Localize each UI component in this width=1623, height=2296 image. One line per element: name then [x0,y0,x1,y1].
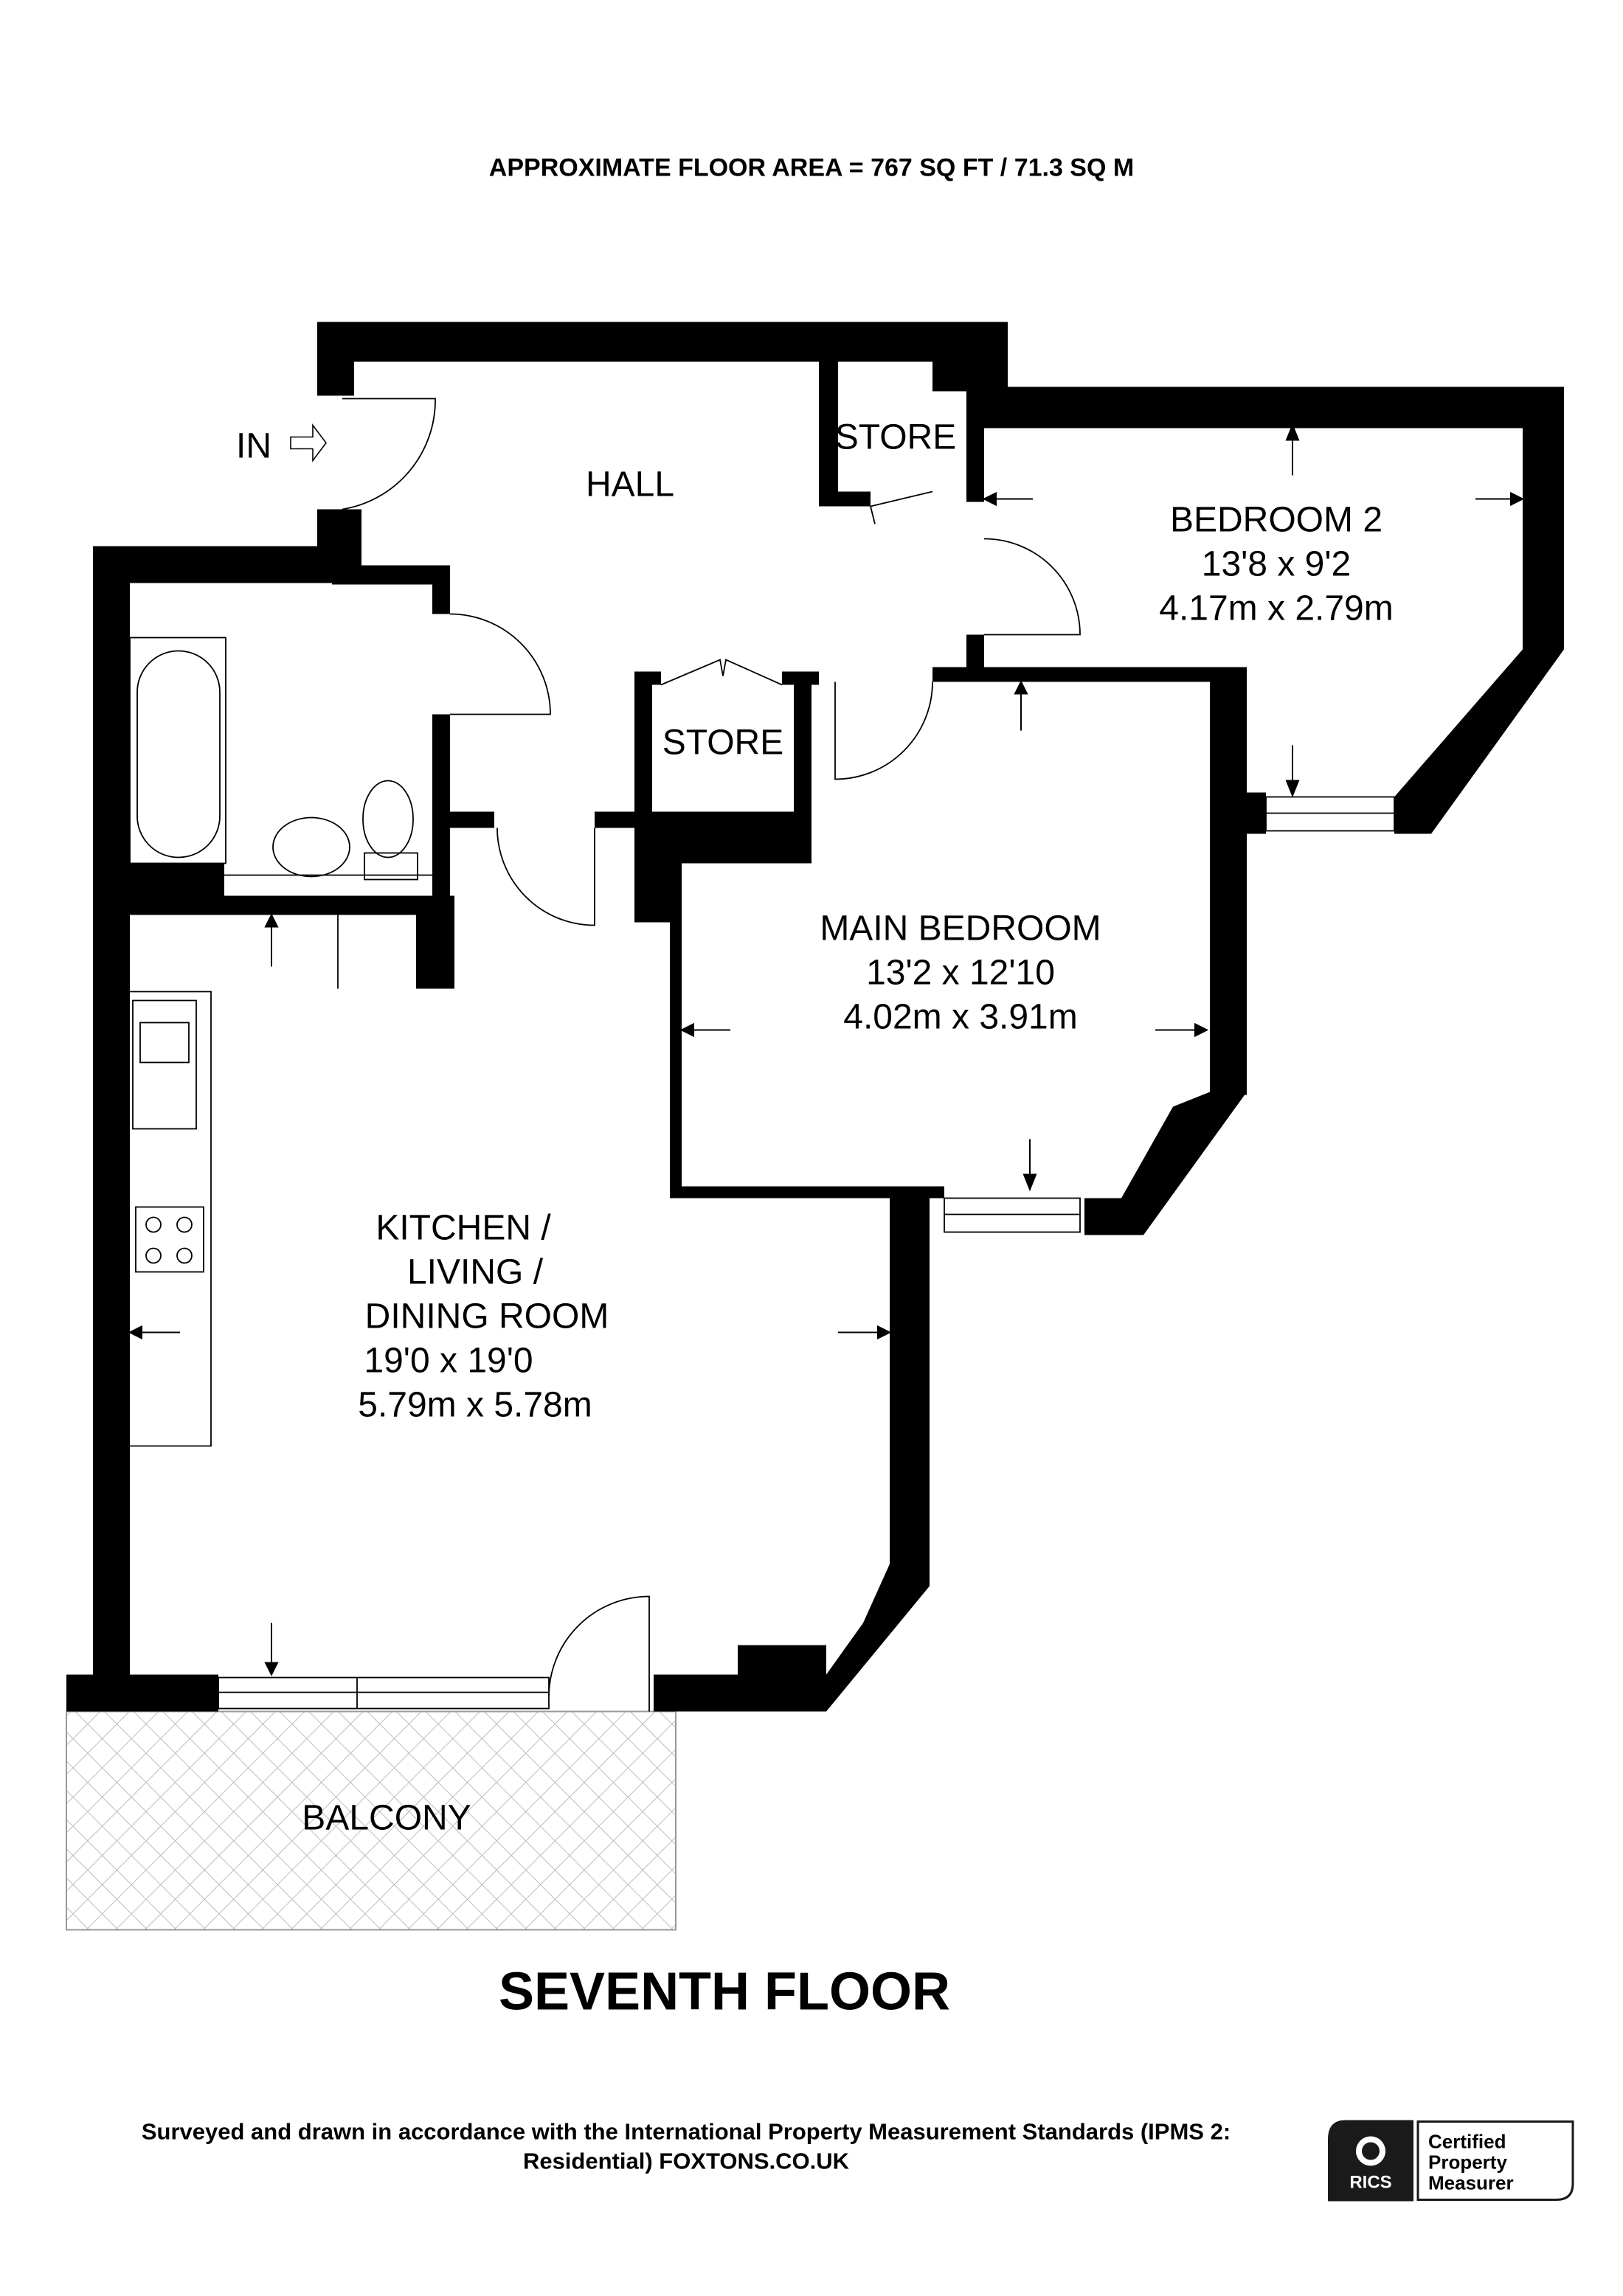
windows [218,796,1395,1710]
kitchen-door [496,828,595,926]
main-bedroom-door [834,681,933,780]
store-door [870,490,933,524]
sink-icon [132,999,197,1130]
rics-logo-text: RICS [1349,2173,1391,2193]
kitchen-counter [130,991,212,1447]
rics-certified-badge: RICS Certified Property Measurer [1328,2120,1574,2202]
entrance-arrow-icon [290,423,327,462]
hob-icon [135,1206,204,1273]
bedroom2-door [983,538,1081,636]
room-name-line1: KITCHEN / [376,1209,551,1248]
room-dimensions-metric: 4.17m x 2.79m [1159,589,1393,628]
room-name: BEDROOM 2 [1170,501,1383,540]
store-top-label: STORE [835,418,956,457]
hall-label: HALL [586,465,674,504]
floor-area-heading: APPROXIMATE FLOOR AREA = 767 SQ FT / 71.… [489,154,1134,182]
store-middle-label: STORE [662,724,783,763]
bedroom2-label: BEDROOM 2 13'8 x 9'2 4.17m x 2.79m [1159,501,1393,628]
bathroom-door [449,613,551,715]
main-bedroom-label: MAIN BEDROOM 13'2 x 12'10 4.02m x 3.91m [820,909,1101,1037]
toilet-icon [362,780,414,859]
footer-line1: Surveyed and drawn in accordance with th… [142,2119,1231,2145]
room-dimensions-metric: 4.02m x 3.91m [843,998,1077,1037]
badge-line2: Property [1428,2151,1507,2174]
fixtures [129,637,447,1447]
store-double-door [660,659,783,686]
room-dimensions-imperial: 13'2 x 12'10 [866,954,1055,993]
entrance-door [342,398,436,510]
balcony-door [548,1595,650,1712]
badge-line3: Measurer [1428,2172,1514,2194]
room-dimensions-imperial: 13'8 x 9'2 [1202,545,1351,584]
balcony-label: BALCONY [302,1799,471,1838]
room-name-line2: LIVING / [407,1253,544,1292]
footer-line2: Residential) FOXTONS.CO.UK [523,2148,850,2174]
doors [342,398,1081,1712]
walls [66,322,1564,1712]
room-dimensions-imperial: 19'0 x 19'0 [364,1342,533,1381]
floor-title: SEVENTH FLOOR [499,1963,950,2022]
room-dimensions-metric: 5.79m x 5.78m [358,1386,592,1425]
room-name: MAIN BEDROOM [820,909,1101,948]
balcony-area [66,1710,676,1931]
room-name-line3: DINING ROOM [365,1297,609,1336]
washbasin-icon [272,816,350,878]
entrance-label: IN [236,427,271,466]
bath-icon [129,637,226,864]
badge-line1: Certified [1428,2131,1506,2153]
dimension-arrows [128,423,1525,1676]
kitchen-label: KITCHEN / LIVING / DINING ROOM 19'0 x 19… [358,1209,609,1425]
